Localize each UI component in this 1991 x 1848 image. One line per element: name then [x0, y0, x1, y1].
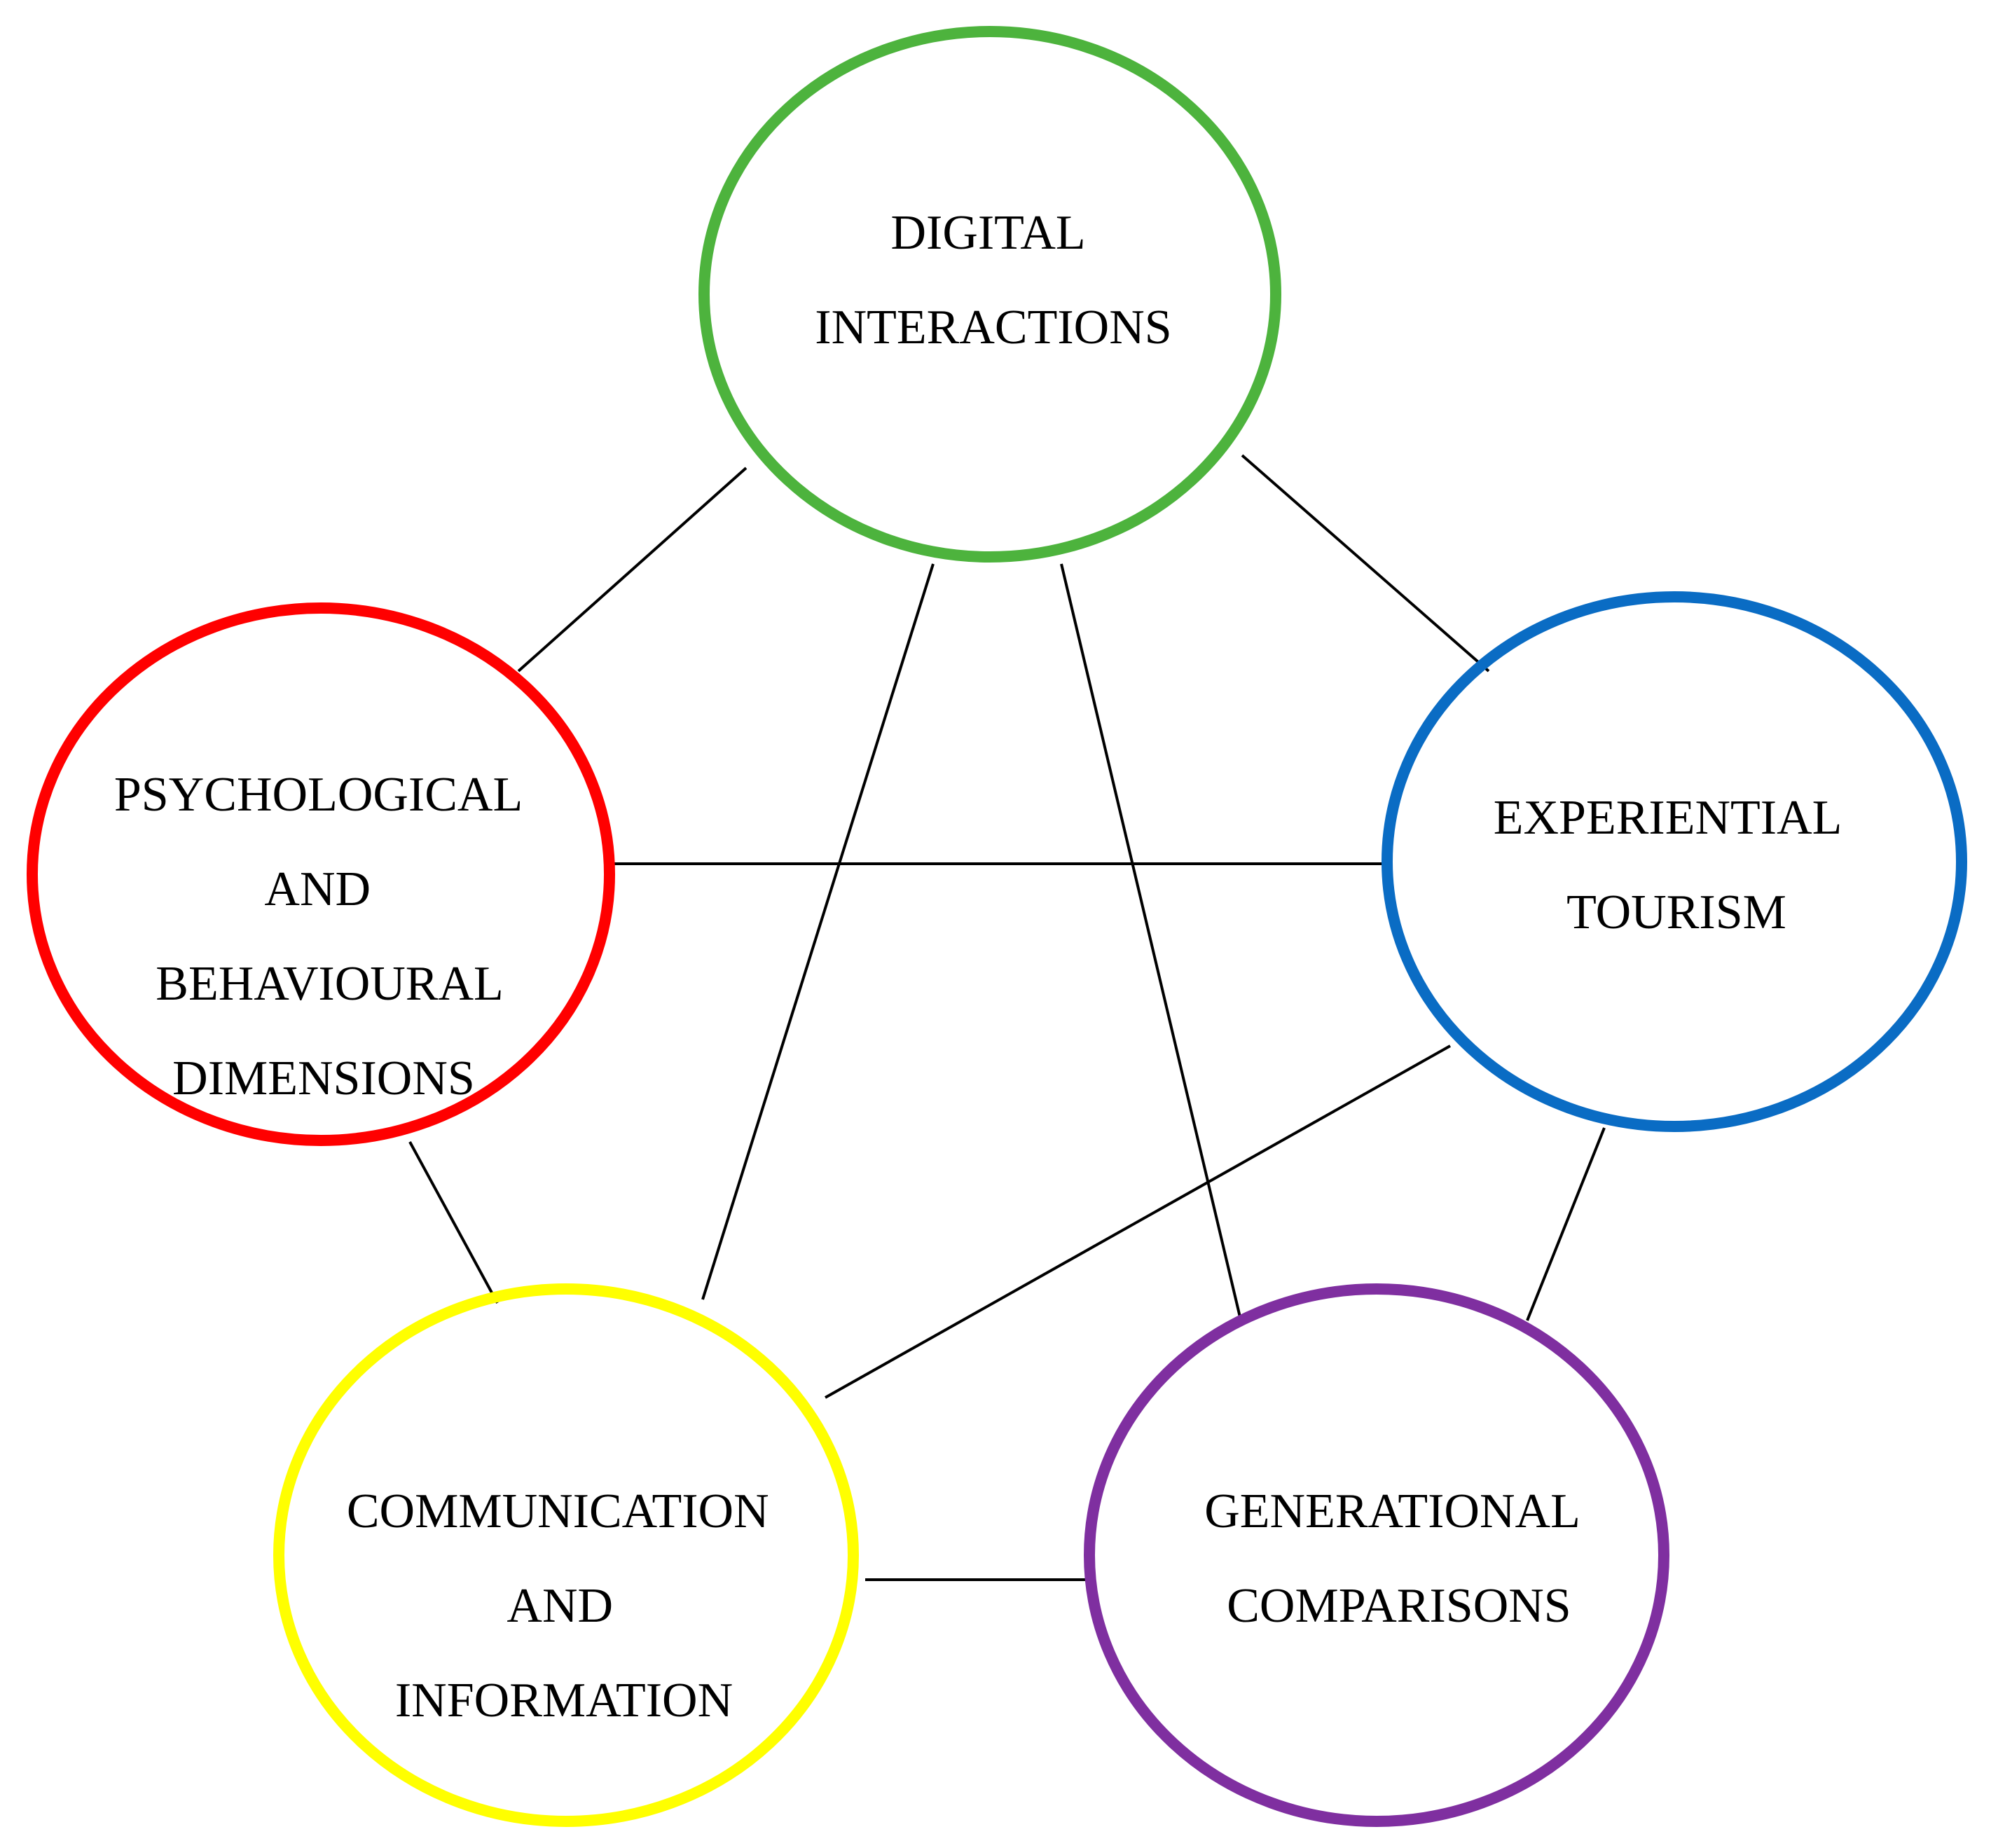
node-psychological-circle: [27, 602, 615, 1146]
node-digital-interactions: DIGITAL INTERACTIONS: [698, 26, 1281, 563]
node-psychological-line-4: DIMENSIONS: [172, 1051, 475, 1105]
node-digital-interactions-circle: [698, 26, 1281, 563]
node-psychological-behavioural: PSYCHOLOGICAL AND BEHAVIOURAL DIMENSIONS: [27, 602, 615, 1146]
node-digital-line-2: INTERACTIONS: [815, 301, 1171, 354]
node-experiential-line-2: TOURISM: [1566, 885, 1786, 939]
connector-digital-psychological: [517, 467, 748, 673]
svg-text:EXPERIENTIAL TOURISM: EXPERIENTIAL TOURISM: [1494, 791, 1853, 939]
node-generational-comparisons: GENERATIONAL COMPARISONS: [1084, 1283, 1669, 1827]
node-psychological-line-2: AND: [264, 862, 371, 916]
svg-text:PSYCHOLOGICAL AND: PSYCHOLOGICAL AND BEHAVIOURAL DIMENSIONS: [114, 768, 533, 1105]
node-experiential-line-1: EXPERIENTIAL: [1494, 791, 1840, 845]
node-digital-line-1: DIGITAL: [890, 206, 1084, 260]
node-communication-line-2: AND: [507, 1579, 613, 1633]
node-communication-line-3: INFORMATION: [395, 1674, 733, 1728]
node-experiential-circle: [1382, 591, 1967, 1132]
connector-digital-communication: [701, 563, 935, 1300]
node-generational-line-1: GENERATIONAL: [1204, 1484, 1578, 1538]
connector-psychological-communication: [408, 1141, 499, 1304]
connector-experiential-generational: [1526, 1127, 1606, 1321]
node-communication-line-1: COMMUNICATION: [347, 1484, 769, 1538]
svg-text:GENERATIONAL COMPARISONS: GENERATIONAL COMPARISONS: [1204, 1484, 1591, 1633]
connector-digital-experiential: [1241, 454, 1490, 673]
svg-text:COMMUNICATION AND: COMMUNICATION AND INFORMATION: [347, 1484, 781, 1728]
node-experiential-tourism: EXPERIENTIAL TOURISM: [1382, 591, 1967, 1132]
node-generational-circle: [1084, 1283, 1669, 1827]
connectors: [408, 454, 1606, 1581]
connector-experiential-communication: [825, 1044, 1451, 1399]
node-generational-line-2: COMPARISONS: [1227, 1579, 1571, 1633]
node-psychological-line-1: PSYCHOLOGICAL: [114, 768, 521, 822]
connector-digital-generational: [1060, 563, 1241, 1318]
node-communication-information: COMMUNICATION AND INFORMATION: [273, 1283, 859, 1827]
svg-text:DIGITAL INTERACTIONS: DIGITAL INTERACTIONS: [815, 206, 1171, 354]
node-psychological-line-3: BEHAVIOURAL: [156, 957, 502, 1011]
node-communication-circle: [273, 1283, 859, 1827]
